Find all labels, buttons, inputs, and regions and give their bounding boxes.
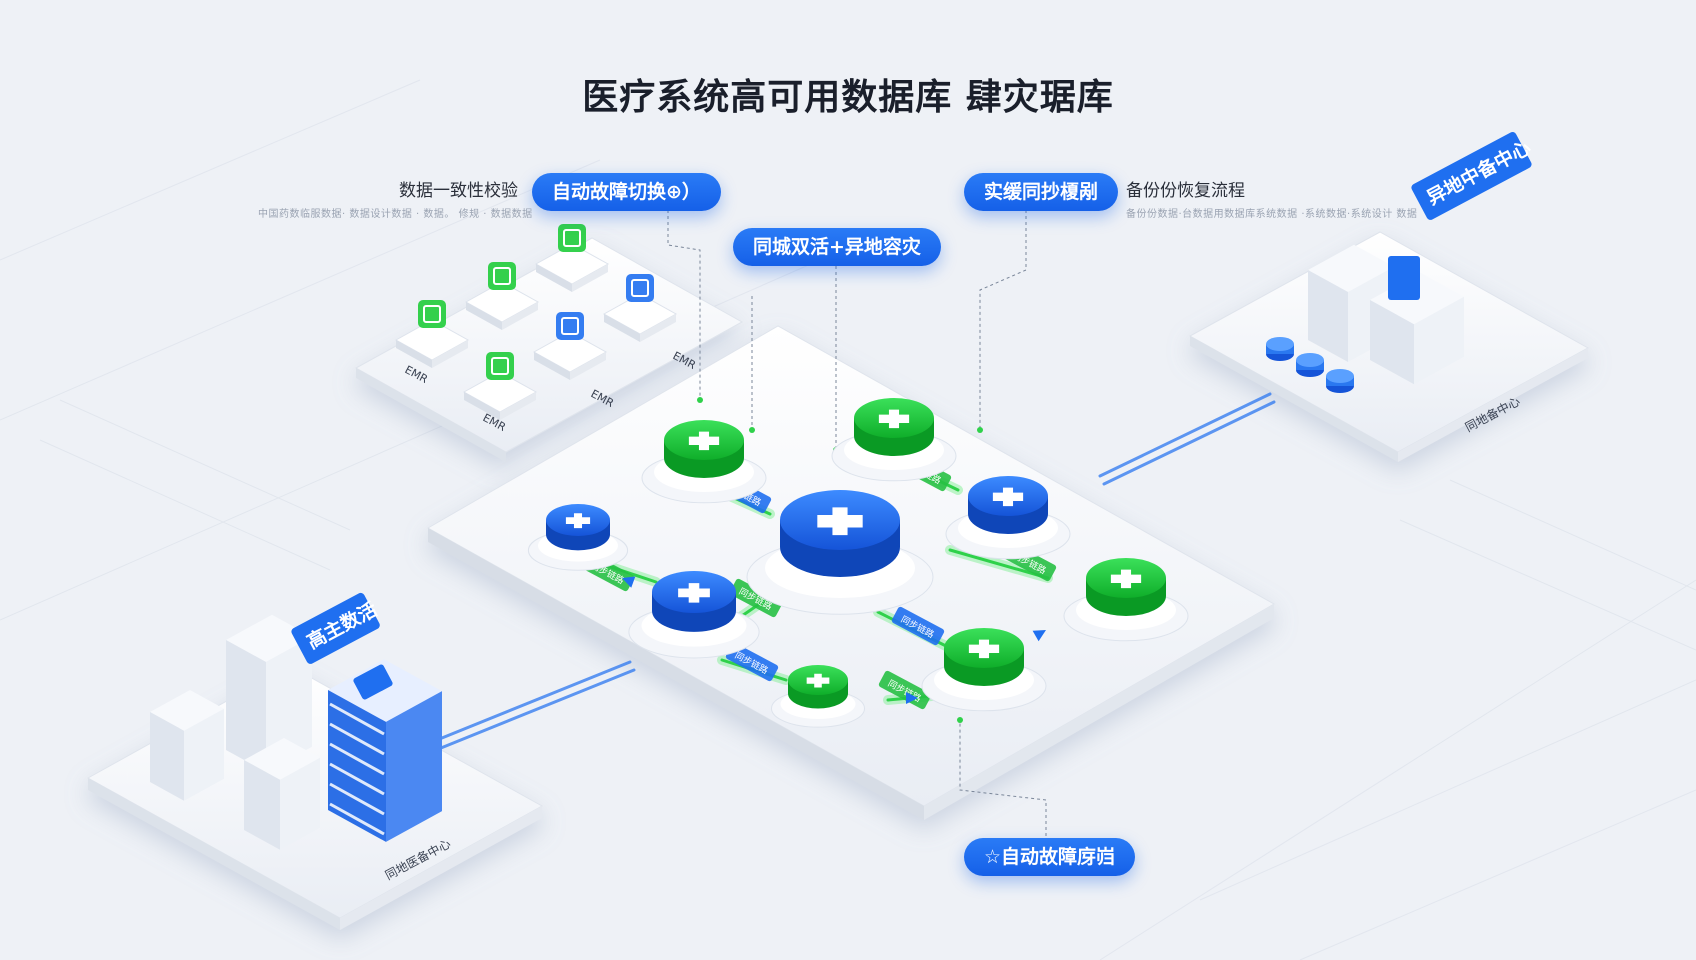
- emr-module-side: [464, 392, 500, 420]
- building-floor-line: [329, 782, 385, 816]
- database-icon: [1266, 337, 1294, 351]
- building-roof: [226, 614, 312, 662]
- backup-flow-title: 备份份恢复流程: [1126, 181, 1245, 201]
- emr-module-side: [502, 302, 538, 330]
- leader-dot: [697, 397, 703, 403]
- auto-failover-switch-badge: 自动故障切换⊕）: [532, 173, 721, 211]
- building-floor-line: [329, 742, 385, 776]
- building-roof: [1308, 244, 1394, 292]
- medical-cross-icon: [878, 409, 910, 429]
- building-wall: [280, 757, 320, 850]
- page-title: 医疗系统高可用数据库 肆灾琚库: [582, 77, 1114, 118]
- emr-module-side: [396, 340, 432, 368]
- building-floor-line: [329, 722, 385, 756]
- database-nodes: [527, 398, 1189, 728]
- building-wall: [1414, 296, 1464, 385]
- medical-cross-icon: [968, 639, 1000, 659]
- consistency-check-detail: 中国药数临服数据· 数据设计数据 · 数据。 修规 · 数据数据: [258, 209, 533, 220]
- medical-record-icon: [491, 357, 509, 375]
- leader-line: [979, 210, 1027, 430]
- emr-module-side: [536, 264, 572, 292]
- medical-record-icon: [418, 300, 446, 328]
- building-wall: [1370, 300, 1414, 385]
- emr-module-side: [432, 340, 468, 368]
- site-link-line: [430, 660, 632, 744]
- leader-dot: [749, 427, 755, 433]
- emr-module-side: [570, 352, 606, 380]
- medical-cross-icon: [817, 507, 863, 536]
- link-tag: [729, 578, 783, 618]
- building-floor-line: [329, 762, 385, 796]
- hospital-sign-icon: [353, 664, 393, 700]
- link-tag: [725, 642, 779, 682]
- arrow-head: [906, 692, 918, 704]
- medical-record-icon: [558, 224, 586, 252]
- background-grid: [0, 79, 1696, 960]
- backup-flow-detail: 备份份数据·台数据用数据库系统数据 ·系统数据·系统设计 数据: [1126, 209, 1418, 220]
- building-wall: [150, 712, 184, 801]
- medical-record-icon: [631, 279, 649, 297]
- database-icon: [1296, 353, 1324, 367]
- building-roof: [150, 690, 224, 731]
- emr-label: EMR: [671, 349, 699, 372]
- building-wall: [226, 640, 266, 772]
- medical-record-icon: [423, 305, 441, 323]
- building-floor-line: [329, 802, 385, 836]
- building-wall: [244, 760, 280, 850]
- remote-site-tag: [1411, 132, 1532, 220]
- emr-module-side: [500, 392, 536, 420]
- medical-cross-icon: [1110, 569, 1142, 589]
- arrow-head: [622, 576, 636, 588]
- emr-module-side: [640, 314, 676, 342]
- medical-cross-icon: [806, 673, 830, 688]
- database-icon: [1326, 369, 1354, 383]
- backup-flow-note: 备份份恢复流程 备份份数据·台数据用数据库系统数据 ·系统数据·系统设计 数据: [1126, 176, 1426, 220]
- site-link-line: [434, 668, 636, 752]
- building-roof: [244, 738, 320, 780]
- building-wall: [1308, 270, 1348, 362]
- medical-record-icon: [493, 267, 511, 285]
- building-roof: [328, 659, 442, 722]
- auto-failover-bottom-badge: ☆自动故障庌岿: [964, 838, 1136, 876]
- medical-cross-icon: [688, 431, 720, 451]
- site-link-line: [1098, 392, 1272, 478]
- leader-line: [959, 720, 1047, 836]
- building-wall: [266, 636, 312, 772]
- consistency-check-note: 数据一致性校验 中国药数临服数据· 数据设计数据 · 数据。 修规 · 数据数据: [258, 176, 533, 220]
- medical-record-icon: [486, 352, 514, 380]
- building-wall: [184, 708, 224, 801]
- node-link-line: [948, 548, 1050, 580]
- emr-module-side: [572, 264, 608, 292]
- medical-cross-icon: [992, 487, 1024, 507]
- link-tag: [878, 670, 932, 710]
- emr-module-side: [466, 302, 502, 330]
- building-wall: [386, 691, 442, 842]
- building-floor-line: [329, 702, 385, 736]
- leader-dot: [977, 427, 983, 433]
- consistency-check-title: 数据一致性校验: [399, 181, 518, 201]
- medical-record-icon: [563, 229, 581, 247]
- emr-module-side: [604, 314, 640, 342]
- emr-module-side: [534, 352, 570, 380]
- leader-dot: [957, 717, 963, 723]
- medical-cross-icon: [678, 583, 710, 603]
- link-tag: [891, 606, 945, 646]
- realtime-sync-badge: 实缓同抄榎剐: [964, 173, 1119, 211]
- medical-record-icon: [626, 274, 654, 302]
- site-link-line: [1102, 400, 1276, 486]
- server-icon: [1388, 256, 1420, 300]
- medical-record-icon: [488, 262, 516, 290]
- main-site-tag: [291, 592, 380, 664]
- medical-record-icon: [561, 317, 579, 335]
- medical-cross-icon: [565, 513, 591, 529]
- dual-active-badge: 同城双活+异地容灾: [733, 228, 941, 266]
- arrow-head: [1032, 630, 1046, 642]
- medical-record-icon: [556, 312, 584, 340]
